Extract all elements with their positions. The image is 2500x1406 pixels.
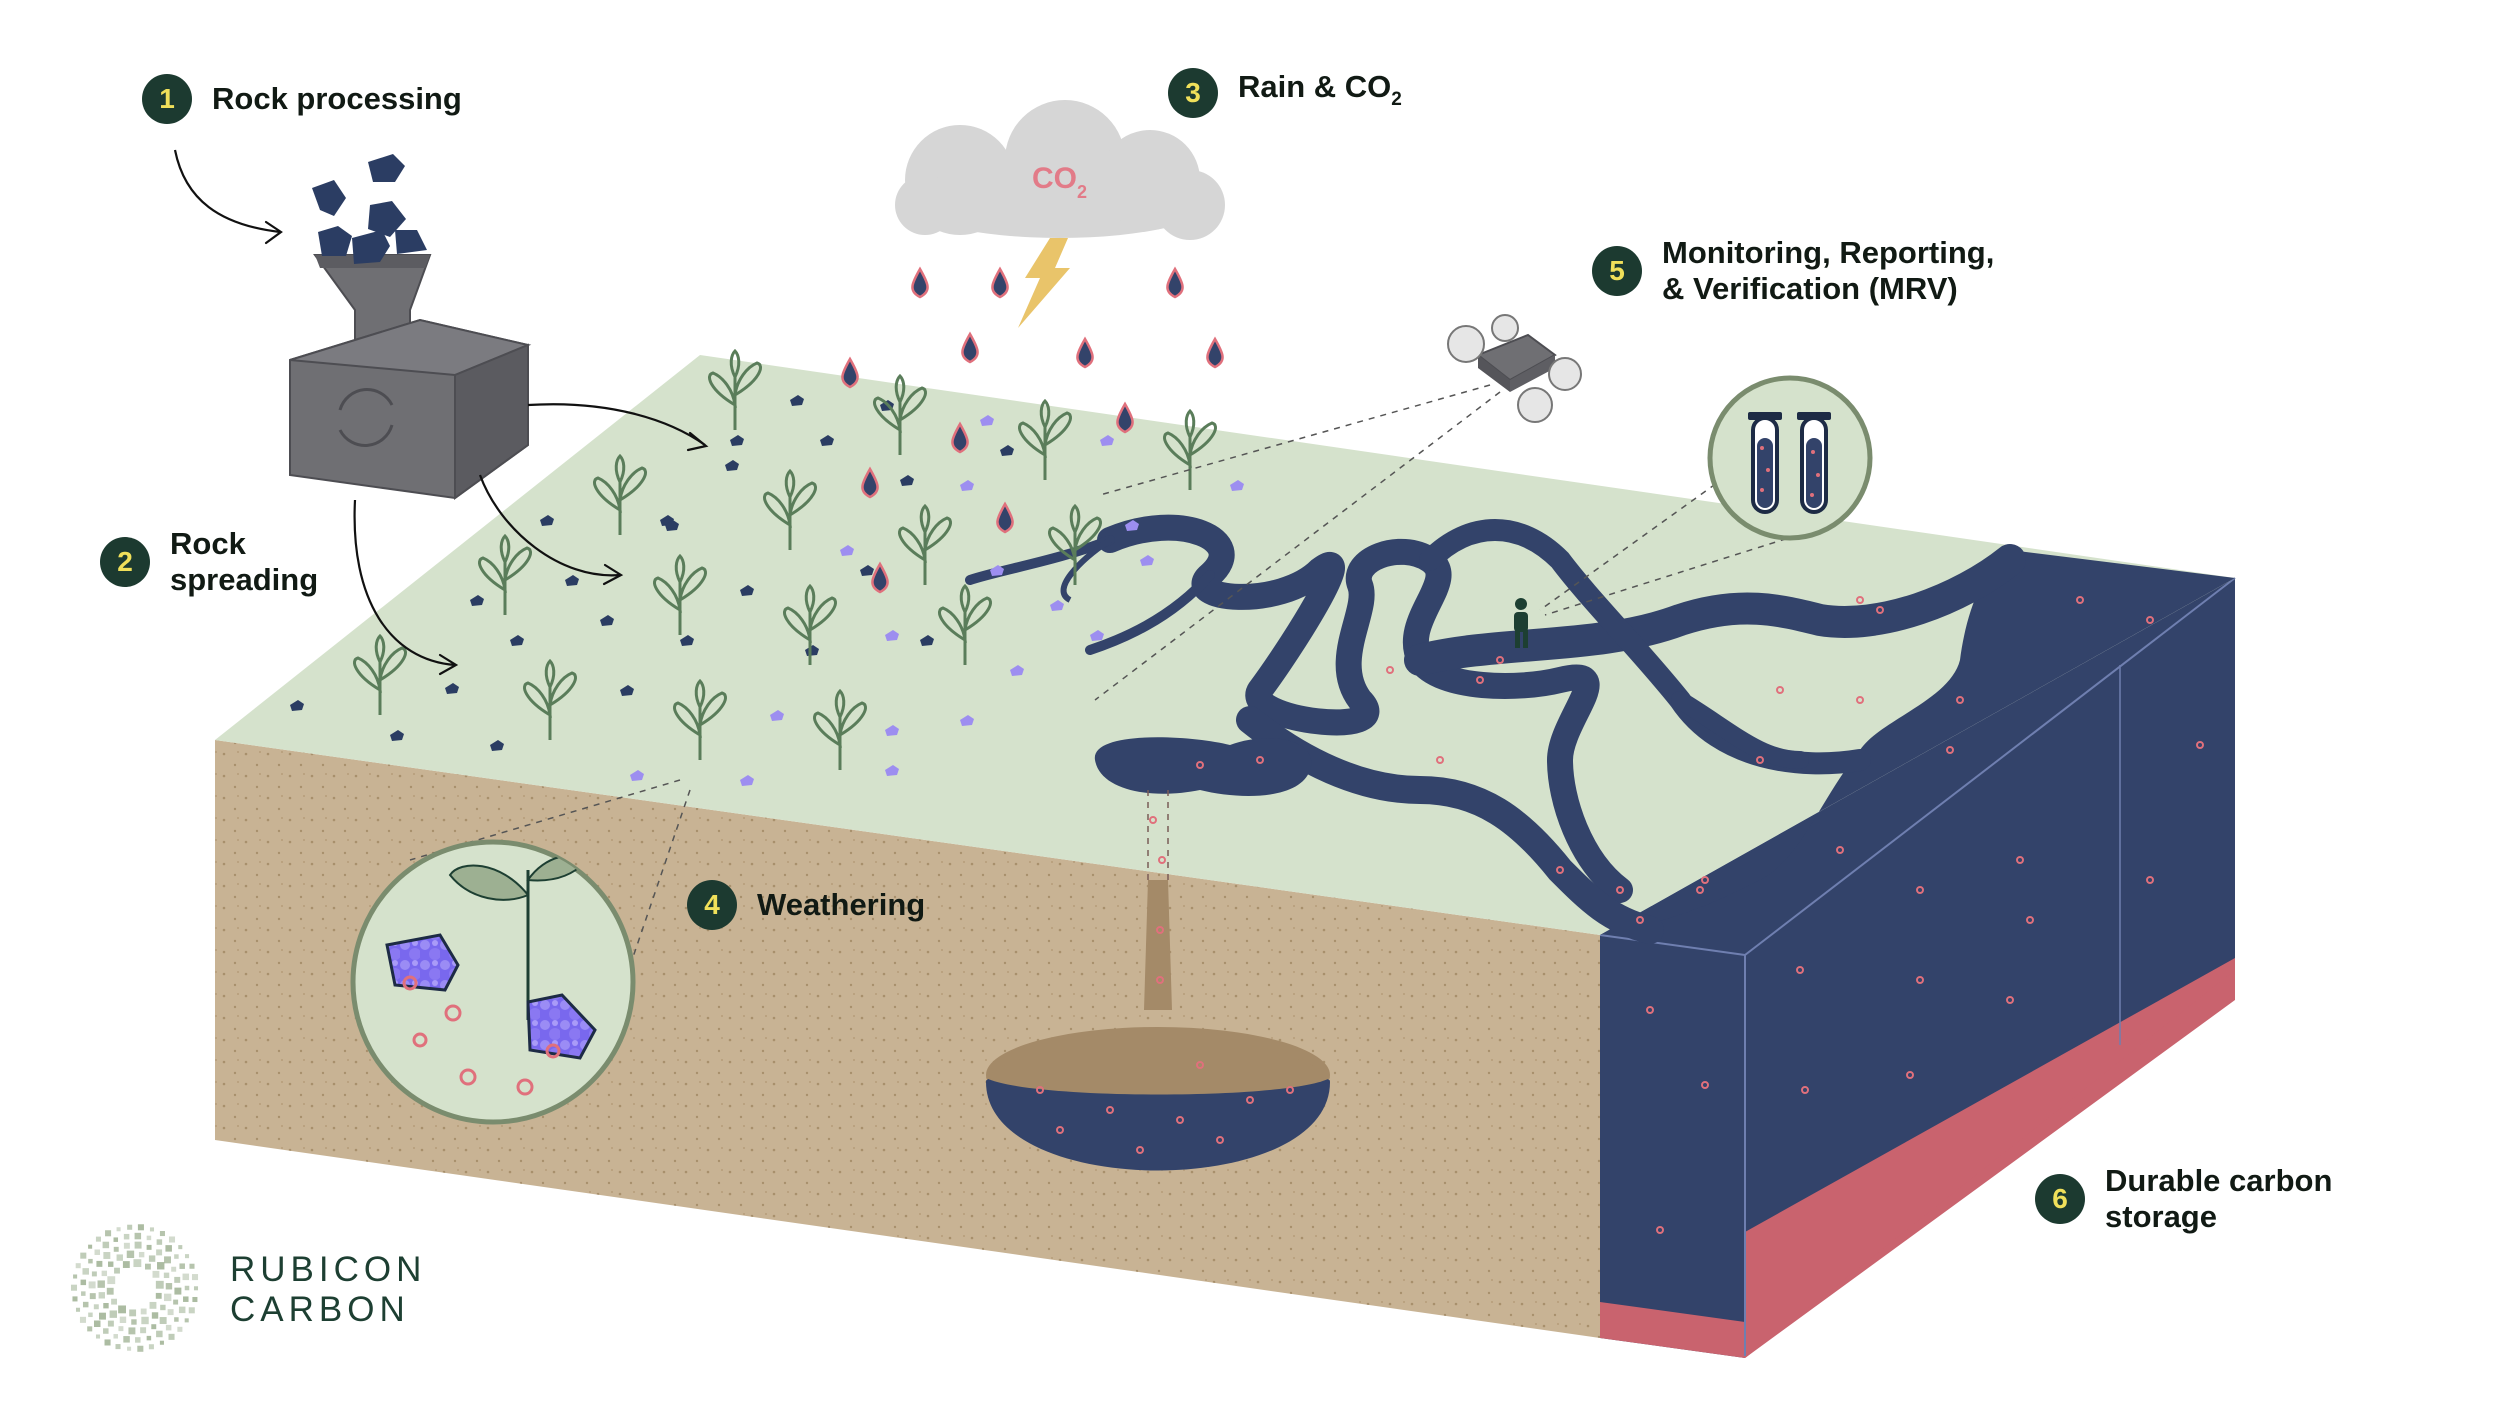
- plant-icon: [1018, 398, 1072, 480]
- step-6-durable-storage: 6 Durable carbon storage: [2035, 1163, 2332, 1235]
- step-label-line: storage: [2105, 1199, 2217, 1234]
- plant-icon: [898, 503, 952, 585]
- step-label-line: Monitoring, Reporting,: [1662, 235, 1995, 270]
- percolation-channel: [1144, 880, 1172, 1010]
- step-badge: 4: [687, 880, 737, 930]
- raindrop-icon: [996, 501, 1014, 534]
- weathering-lens: [350, 839, 636, 1125]
- step-label-line: Weathering: [757, 887, 926, 922]
- rock-crusher: [289, 318, 532, 500]
- plant-icon: [353, 633, 407, 715]
- raindrop-icon: [841, 356, 859, 389]
- brand-line: CARBON: [230, 1290, 410, 1329]
- groundwater-pool-rim: [986, 1042, 1330, 1095]
- plant-icon: [673, 678, 727, 760]
- step-label-line: Rain & CO2: [1238, 68, 1402, 110]
- person-figure: [1514, 598, 1528, 648]
- plant-icon: [1163, 408, 1217, 490]
- brand-logo-icon: [70, 1224, 199, 1352]
- plant-icon: [593, 453, 647, 535]
- step-badge: 6: [2035, 1174, 2085, 1224]
- raindrop-icon: [961, 331, 979, 364]
- plant-icon: [478, 533, 532, 615]
- arrow-heads: [264, 220, 709, 676]
- step-badge: 2: [100, 537, 150, 587]
- monitoring-lines: [1094, 384, 1799, 701]
- carbonate-particles: [1036, 596, 2204, 1234]
- raindrop-icon: [871, 561, 889, 594]
- raindrop-icon: [911, 266, 929, 299]
- plant-icon: [783, 583, 837, 665]
- raindrop-icon: [861, 466, 879, 499]
- plant-icon: [813, 688, 867, 770]
- raw-rocks: [312, 154, 427, 264]
- crushed-rock-fragments: [290, 395, 1014, 751]
- step-3-rain-co2: 3 Rain & CO2: [1168, 68, 1402, 118]
- sample-lens: [1707, 375, 1873, 541]
- plant-icon: [938, 583, 992, 665]
- block-edge: [1599, 934, 1746, 956]
- rain-cloud: [895, 100, 1225, 240]
- process-arrows: [173, 149, 706, 667]
- descending-dashes: [1147, 790, 1169, 880]
- bedrock-layer: [1600, 962, 2235, 1358]
- step-1-rock-processing: 1 Rock processing: [142, 74, 462, 124]
- step-badge: 1: [142, 74, 192, 124]
- weathering-lens-lines: [409, 779, 691, 961]
- step-label-line: Rock processing: [212, 81, 462, 116]
- drone: [1447, 314, 1582, 423]
- brand-wordmark: RUBICON CARBON: [230, 1250, 426, 1330]
- bedrock-side: [1745, 958, 2235, 1358]
- raindrop-icon: [1076, 336, 1094, 369]
- step-2-rock-spreading: 2 Rock spreading: [100, 526, 318, 598]
- raindrop-icon: [1116, 401, 1134, 434]
- river-system: [965, 514, 2026, 944]
- plant-icon: [708, 348, 762, 430]
- step-label-line: spreading: [170, 562, 319, 597]
- raindrop-icon: [1166, 266, 1184, 299]
- step-label: Durable carbon storage: [2105, 1163, 2332, 1235]
- step-badge: 3: [1168, 68, 1218, 118]
- recycle-icon: [338, 388, 394, 447]
- plant-icon: [523, 658, 577, 740]
- step-label: Weathering: [757, 887, 925, 923]
- raindrops: [841, 266, 1224, 594]
- plant-icon: [653, 553, 707, 635]
- plant-icon: [763, 468, 817, 550]
- step-label: Rain & CO2: [1238, 69, 1402, 118]
- plants: [353, 348, 1217, 770]
- step-label-line: Durable carbon: [2105, 1163, 2333, 1198]
- plant-icon: [1048, 503, 1102, 585]
- grass-top-surface: [215, 355, 2235, 935]
- brand-line: RUBICON: [230, 1250, 427, 1289]
- river-stream: [1060, 537, 1112, 603]
- cloud-co2-label: CO2: [1032, 162, 1087, 202]
- step-4-weathering: 4 Weathering: [687, 880, 925, 930]
- step-label-line: & Verification (MRV): [1662, 271, 1958, 306]
- step-label: Rock processing: [212, 81, 462, 117]
- weathered-rock-fragments: [630, 415, 1244, 786]
- step-label: Monitoring, Reporting, & Verification (M…: [1662, 235, 1994, 307]
- step-5-mrv: 5 Monitoring, Reporting, & Verification …: [1592, 235, 1994, 307]
- step-label: Rock spreading: [170, 526, 318, 598]
- water-side-face: [1600, 578, 2235, 1358]
- lightning-bolt: [1018, 238, 1070, 328]
- block-edge: [1744, 577, 2236, 956]
- step-badge: 5: [1592, 246, 1642, 296]
- raindrop-icon: [1206, 336, 1224, 369]
- ocean-surface: [1600, 550, 2235, 935]
- step-label-line: Rock: [170, 526, 246, 561]
- raindrop-icon: [951, 421, 969, 454]
- raindrop-icon: [991, 266, 1009, 299]
- plant-icon: [873, 373, 927, 455]
